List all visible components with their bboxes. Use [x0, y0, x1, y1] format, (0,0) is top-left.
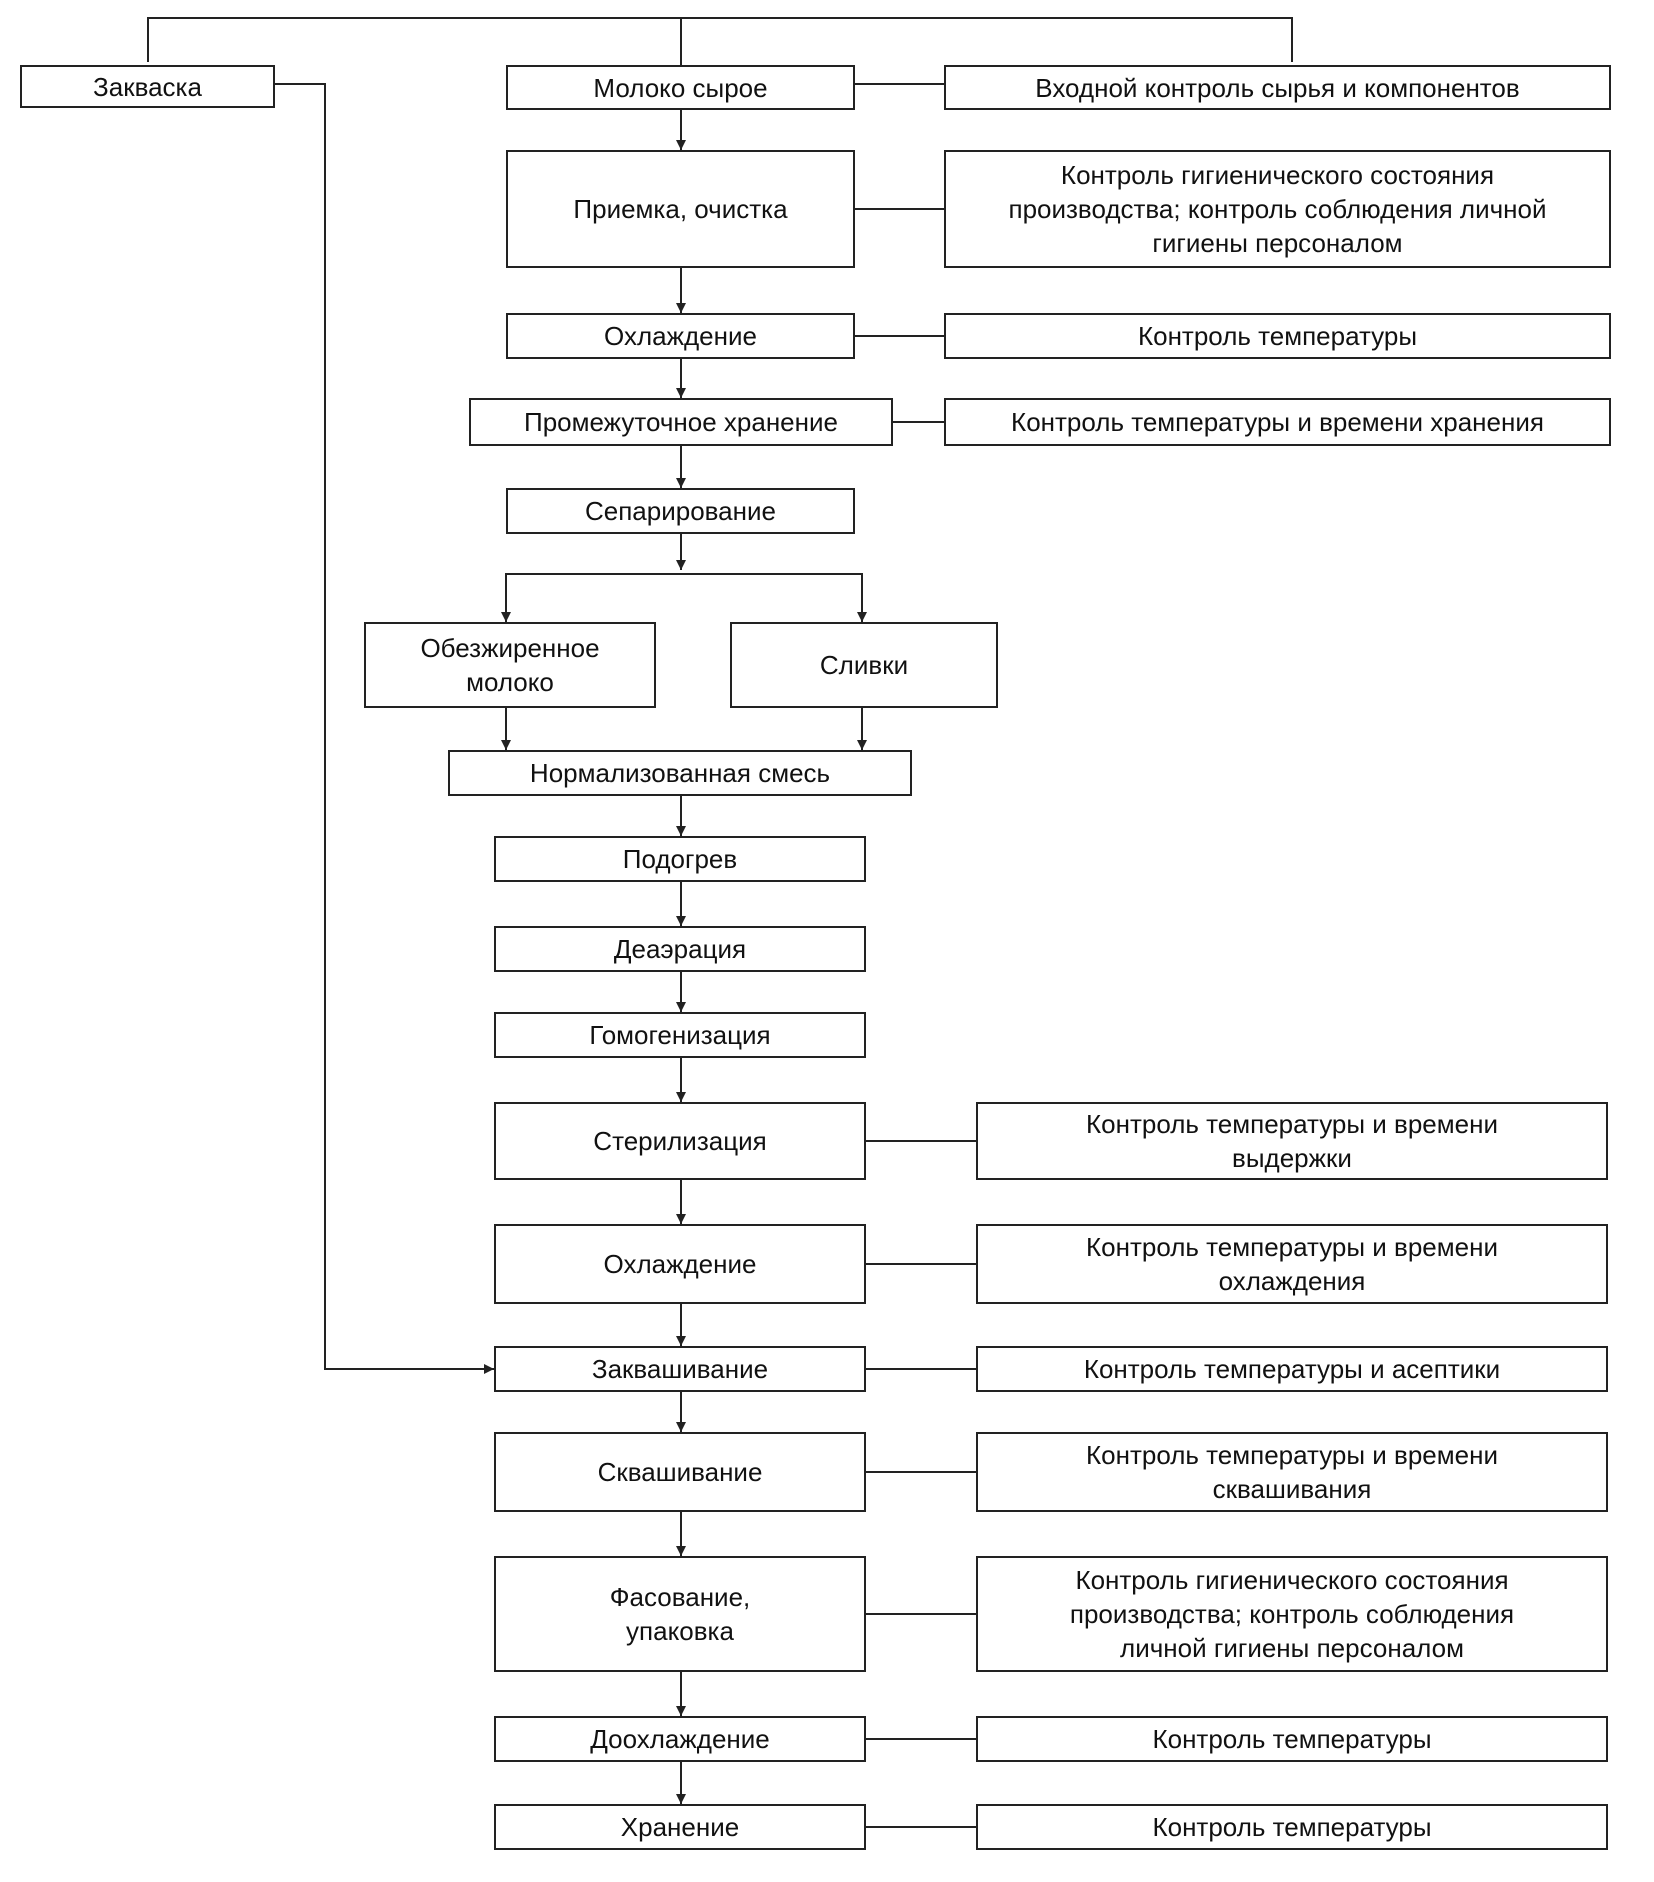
step-reception: Приемка, очистка	[506, 150, 855, 268]
step-skim-milk: Обезжиренное молоко	[364, 622, 656, 708]
step-packaging: Фасование, упаковка	[494, 1556, 866, 1672]
control-temp-asepsis: Контроль температуры и асептики	[976, 1346, 1608, 1392]
control-temperature-1: Контроль температуры	[944, 313, 1611, 359]
control-temp-fermentation: Контроль температуры и времени сквашиван…	[976, 1432, 1608, 1512]
step-raw-milk: Молоко сырое	[506, 65, 855, 110]
step-deaeration: Деаэрация	[494, 926, 866, 972]
top-bracket-line	[147, 17, 1293, 62]
step-homogenization: Гомогенизация	[494, 1012, 866, 1058]
step-heating: Подогрев	[494, 836, 866, 882]
step-cream: Сливки	[730, 622, 998, 708]
control-temperature-2: Контроль температуры	[976, 1716, 1608, 1762]
starter-box: Закваска	[20, 65, 275, 108]
step-post-cooling: Доохлаждение	[494, 1716, 866, 1762]
control-temperature-3: Контроль температуры	[976, 1804, 1608, 1850]
step-separation: Сепарирование	[506, 488, 855, 534]
control-temp-storage-time: Контроль температуры и времени хранения	[944, 398, 1611, 446]
step-interim-storage: Промежуточное хранение	[469, 398, 893, 446]
step-storage: Хранение	[494, 1804, 866, 1850]
step-sterilization: Стерилизация	[494, 1102, 866, 1180]
step-normalized-mix: Нормализованная смесь	[448, 750, 912, 796]
split-line	[505, 573, 867, 622]
control-hygiene-2: Контроль гигиенического состояния произв…	[976, 1556, 1608, 1672]
step-inoculation: Заквашивание	[494, 1346, 866, 1392]
control-hygiene-1: Контроль гигиенического состояния произв…	[944, 150, 1611, 268]
step-cooling-2: Охлаждение	[494, 1224, 866, 1304]
control-temp-holding: Контроль температуры и времени выдержки	[976, 1102, 1608, 1180]
control-temp-cooling: Контроль температуры и времени охлаждени…	[976, 1224, 1608, 1304]
step-cooling-1: Охлаждение	[506, 313, 855, 359]
starter-arrow	[275, 83, 494, 1374]
step-fermentation: Сквашивание	[494, 1432, 866, 1512]
control-input: Входной контроль сырья и компонентов	[944, 65, 1611, 110]
